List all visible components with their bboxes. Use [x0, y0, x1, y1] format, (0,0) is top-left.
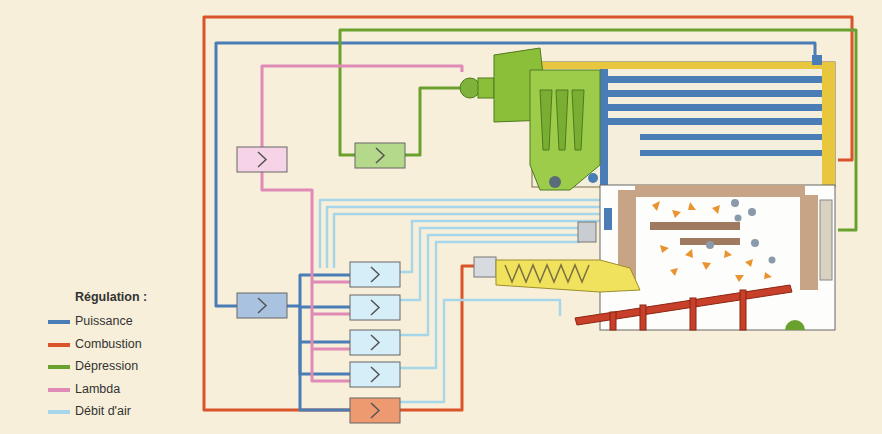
- legend-swatch: [48, 388, 70, 392]
- legend-heading: Régulation :: [75, 290, 147, 305]
- legend-swatch: [48, 365, 70, 369]
- legend-text: Débit d'air: [75, 404, 131, 419]
- legend-text: Puissance: [75, 314, 133, 329]
- legend-swatch: [48, 320, 70, 324]
- legend-swatch: [48, 343, 70, 347]
- legend-swatch: [48, 410, 70, 414]
- legend-text: Dépression: [75, 359, 138, 374]
- legend-text: Lambda: [75, 382, 120, 397]
- legend-text: Combustion: [75, 337, 142, 352]
